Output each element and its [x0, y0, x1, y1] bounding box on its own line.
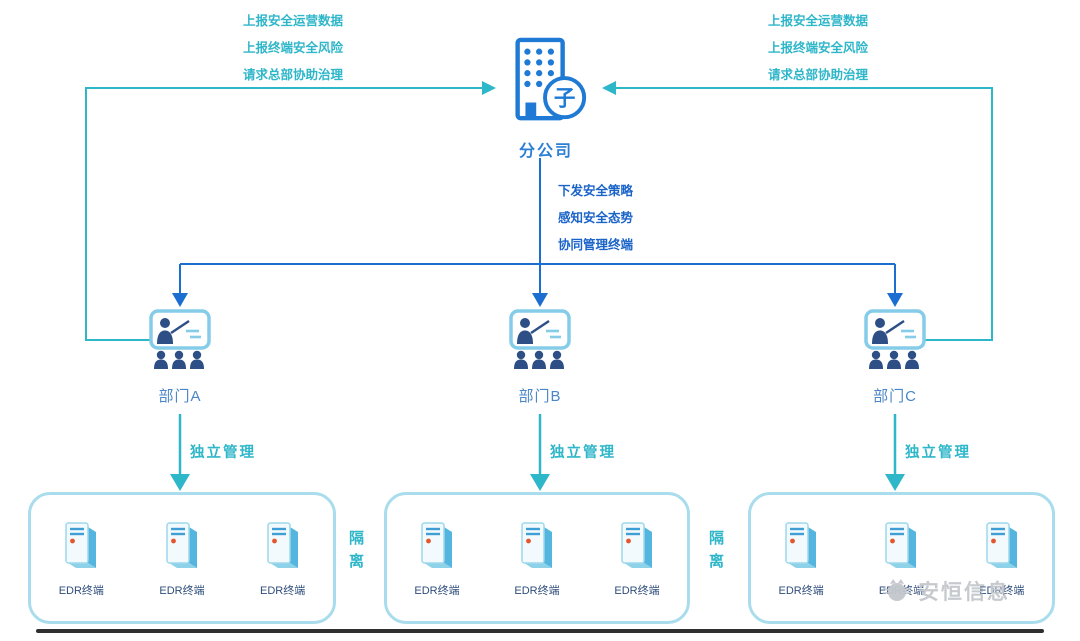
department-presentation-icon: [864, 309, 926, 371]
server-icon: [165, 521, 199, 570]
department-c-label: 部门C: [873, 388, 917, 405]
report-line: 请求总部协助治理: [768, 68, 869, 82]
server-icon: [266, 521, 299, 570]
vendor-watermark: 安恒信息: [882, 576, 1010, 606]
downstream-policy-text: 下发安全策略 感知安全态势 协同管理终端: [558, 178, 633, 259]
edr-terminal: EDR终端: [960, 521, 1044, 598]
edr-terminal-label: EDR终端: [979, 585, 1025, 597]
watermark-text: 安恒信息: [918, 581, 1010, 604]
department-c-node: 部门C: [860, 308, 930, 406]
department-presentation-icon: [149, 309, 211, 371]
edr-terminal-label: EDR终端: [514, 585, 560, 597]
edr-terminal: EDR终端: [140, 521, 224, 598]
manage-label-c: 独立管理: [905, 445, 971, 461]
manage-label-a: 独立管理: [190, 445, 256, 461]
department-b-label: 部门B: [518, 388, 562, 405]
report-line: 上报安全运营数据: [243, 14, 344, 28]
bottom-divider: [36, 629, 1044, 633]
edr-group-b: EDR终端 EDR终端 EDR终端: [384, 492, 690, 624]
edr-terminal-label: EDR终端: [614, 585, 660, 597]
edr-terminal: EDR终端: [395, 521, 479, 598]
edr-group-c: EDR终端 EDR终端 EDR终端: [748, 492, 1055, 624]
isolation-label-2: 隔离: [707, 530, 724, 576]
department-presentation-icon: [509, 309, 571, 371]
report-line: 上报终端安全风险: [768, 41, 869, 55]
policy-line: 感知安全态势: [558, 211, 634, 225]
branch-company-label: 分公司: [518, 143, 573, 160]
child-badge-circle: [543, 76, 587, 120]
server-icon: [620, 521, 654, 570]
server-icon: [885, 521, 918, 570]
report-line: 上报终端安全风险: [243, 41, 344, 55]
server-icon: [65, 521, 98, 570]
upstream-report-text-left: 上报安全运营数据 上报终端安全风险 请求总部协助治理: [243, 8, 343, 89]
policy-line: 协同管理终端: [558, 238, 634, 252]
branch-company-node: 子 分公司: [496, 36, 596, 161]
edr-terminal-label: EDR终端: [414, 585, 460, 597]
isolation-label-1: 隔离: [347, 530, 364, 576]
edr-terminal: EDR终端: [595, 521, 679, 598]
report-line: 上报安全运营数据: [768, 14, 869, 28]
edr-terminal: EDR终端: [39, 521, 123, 598]
edr-terminal: EDR终端: [241, 521, 325, 598]
server-icon: [784, 521, 818, 570]
edr-terminal-label: EDR终端: [260, 585, 306, 597]
edr-terminal-label: EDR终端: [58, 585, 104, 597]
upstream-report-text-right: 上报安全运营数据 上报终端安全风险 请求总部协助治理: [768, 8, 868, 89]
policy-line: 下发安全策略: [558, 184, 634, 198]
server-icon: [520, 521, 554, 570]
server-icon: [985, 521, 1019, 570]
edr-group-a: EDR终端 EDR终端 EDR终端: [28, 492, 336, 624]
edr-terminal-label: EDR终端: [778, 585, 824, 597]
watermark-logo-icon: [882, 579, 912, 601]
child-badge-text: 子: [554, 86, 576, 110]
server-icon: [420, 521, 454, 570]
report-line: 请求总部协助治理: [243, 68, 344, 82]
edr-terminal: EDR终端: [759, 521, 843, 598]
building-icon: 子: [515, 37, 587, 121]
department-a-node: 部门A: [145, 308, 215, 406]
edr-terminal: EDR终端: [495, 521, 579, 598]
department-b-node: 部门B: [505, 308, 575, 406]
manage-label-b: 独立管理: [550, 445, 616, 461]
edr-terminal-label: EDR终端: [159, 585, 205, 597]
department-a-label: 部门A: [158, 388, 202, 405]
